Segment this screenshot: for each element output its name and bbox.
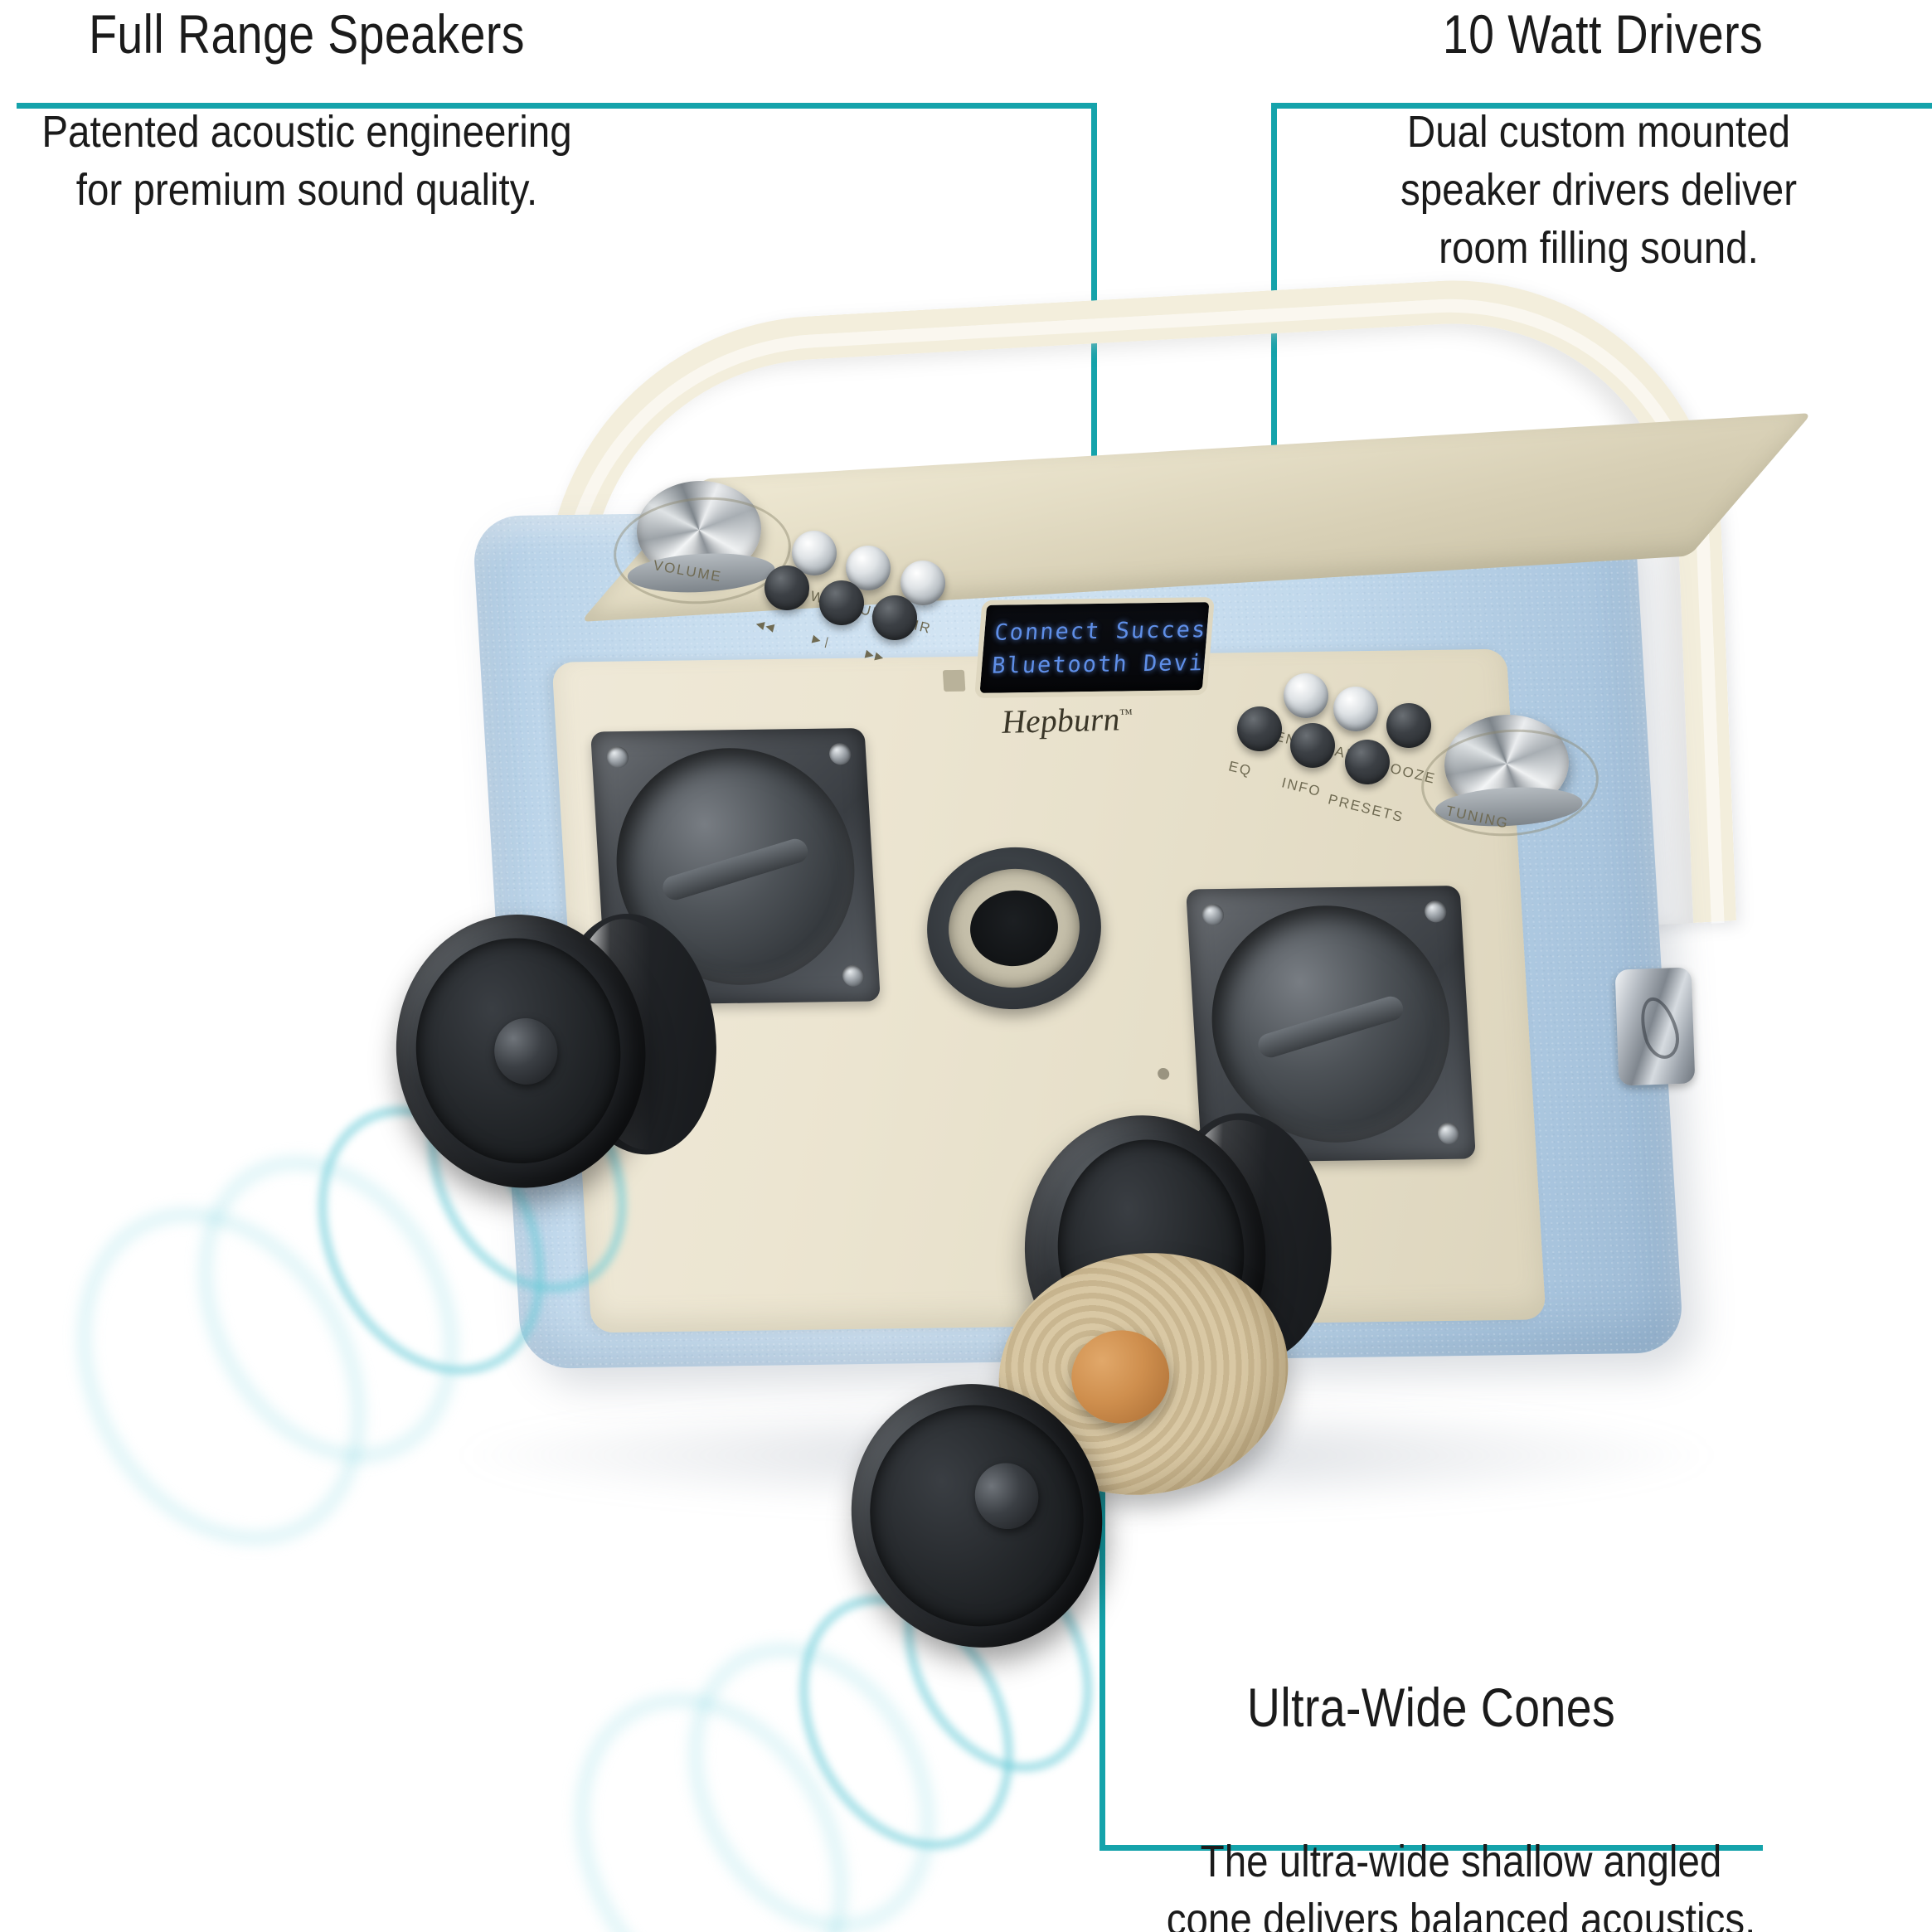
next-track-button[interactable] <box>872 595 917 640</box>
callout-body-line: cone delivers balanced acoustics. <box>1166 1895 1756 1932</box>
callout-ultra-wide-cones: Ultra-Wide Cones The ultra-wide shallow … <box>1099 1680 1763 1932</box>
callout-body-line: speaker drivers deliver <box>1400 165 1798 216</box>
pair-button[interactable] <box>900 561 945 605</box>
baffle-indicator-led <box>1157 1067 1170 1080</box>
cone-surround-bottom <box>838 1375 1115 1657</box>
callout-full-range-speakers: Full Range Speakers Patented acoustic en… <box>17 7 1097 219</box>
callout-title-full-range: Full Range Speakers <box>89 3 525 65</box>
lcd-display: Connect Success Bluetooth Device <box>974 597 1215 698</box>
callout-body-line: Patented acoustic engineering <box>41 107 572 157</box>
eq-button[interactable] <box>1237 706 1282 751</box>
leader-line-cones-horizontal <box>1099 1845 1763 1851</box>
mount-screw-hole <box>1437 1122 1460 1145</box>
handle-hinge-bracket <box>1614 967 1696 1086</box>
previous-track-button[interactable] <box>765 566 809 610</box>
mount-screw-hole <box>1424 900 1447 923</box>
lcd-line-1: Connect Success <box>993 616 1215 646</box>
callout-body-drivers: Dual custom mounted speaker drivers deli… <box>1318 103 1880 278</box>
leader-line-drivers-horizontal <box>1271 103 1932 109</box>
power-button[interactable] <box>792 531 837 575</box>
callout-body-line: Dual custom mounted <box>1406 107 1791 157</box>
callout-ten-watt-drivers: 10 Watt Drivers Dual custom mounted spea… <box>1271 7 1932 278</box>
callout-body-line: room filling sound. <box>1439 223 1759 274</box>
snooze-button[interactable] <box>1386 703 1431 748</box>
speaker-driver-left <box>378 894 732 1205</box>
leader-line-full-range-horizontal <box>17 103 1097 109</box>
callout-body-full-range: Patented acoustic engineering for premiu… <box>30 103 585 219</box>
alarm-button[interactable] <box>1333 687 1378 731</box>
baffle-notch-top <box>942 669 966 692</box>
cone-dust-cap <box>1065 1323 1177 1430</box>
lcd-line-2: Bluetooth Device <box>990 649 1215 679</box>
mount-screw-hole <box>606 745 629 769</box>
mount-screw-hole <box>842 964 865 988</box>
play-pause-button[interactable] <box>819 580 864 625</box>
mount-screw-hole <box>828 743 852 765</box>
info-button[interactable] <box>1290 723 1335 768</box>
callout-title-cones: Ultra-Wide Cones <box>1246 1677 1616 1738</box>
brand-name: Hepburn <box>1000 700 1121 740</box>
menu-button[interactable] <box>1284 673 1328 718</box>
callout-body-line: for premium sound quality. <box>75 165 538 216</box>
mount-screw-hole <box>1201 903 1225 926</box>
leader-line-cones-vertical <box>1099 1444 1105 1851</box>
callout-body-line: The ultra-wide shallow angled <box>1200 1837 1722 1886</box>
brand-logo: Hepburn™ <box>1001 699 1134 741</box>
presets-button[interactable] <box>1345 740 1390 784</box>
callout-body-cones: The ultra-wide shallow angled cone deliv… <box>1095 1832 1828 1932</box>
callout-title-drivers: 10 Watt Drivers <box>1442 3 1764 65</box>
trademark-symbol: ™ <box>1119 706 1133 722</box>
